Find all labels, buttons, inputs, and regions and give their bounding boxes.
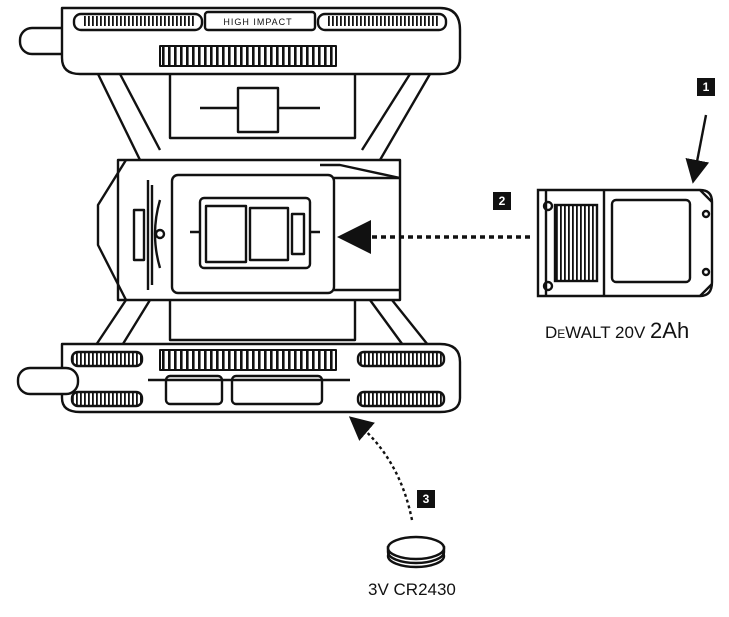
step-1-badge: 1 (697, 78, 715, 96)
battery-brand-rest: WALT 20V (565, 323, 646, 342)
upper-cage (96, 73, 432, 161)
coin-cell-label: 3V CR2430 (368, 580, 456, 599)
arrow-step-3 (348, 416, 414, 521)
battery-slot (190, 196, 320, 270)
bottom-frame-bar (16, 342, 462, 414)
coin-cell-battery (386, 535, 446, 569)
work-light-device (16, 6, 462, 414)
step-2-badge: 2 (493, 192, 511, 210)
step-3-badge: 3 (417, 490, 435, 508)
arrow-step-1 (685, 114, 710, 184)
device-top-label: HIGH IMPACT (223, 17, 292, 27)
central-housing (96, 158, 402, 302)
battery-capacity: 2Ah (650, 318, 690, 343)
battery-label: DEWALT 20V 2Ah (545, 318, 689, 344)
top-frame-bar (18, 6, 462, 76)
battery-pack (536, 188, 714, 298)
battery-brand-prefix: D (545, 323, 558, 342)
battery-brand-small: E (557, 327, 566, 341)
